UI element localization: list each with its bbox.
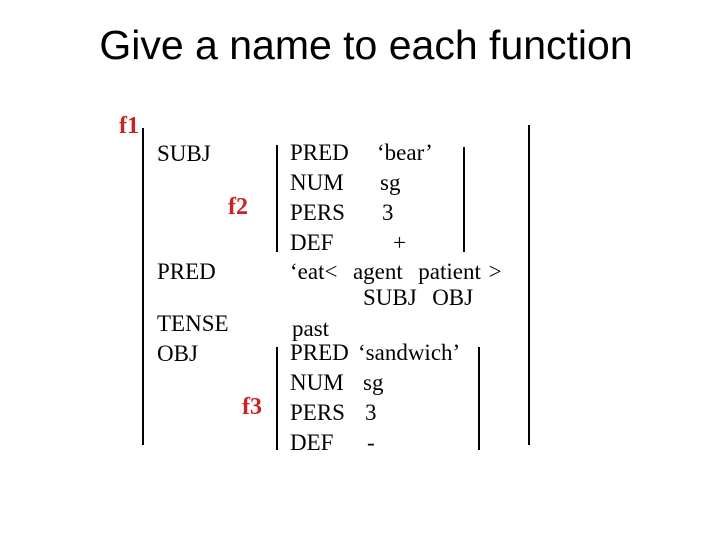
f3-structure: PRED ‘sandwich’ NUM sg PERS 3 DEF - bbox=[290, 338, 460, 458]
slide-title: Give a name to each function bbox=[99, 22, 633, 68]
f3-function-label: f3 bbox=[242, 394, 262, 420]
attr-label: DEF bbox=[290, 230, 334, 255]
f1-function-label: f1 bbox=[119, 113, 139, 139]
f2-left-bracket bbox=[276, 145, 278, 252]
outer-left-bracket bbox=[142, 128, 144, 445]
tense-value: past bbox=[292, 316, 330, 341]
attr-label: NUM bbox=[290, 170, 344, 195]
pred-value-line1: ‘eat< agent patient > bbox=[290, 259, 502, 284]
f2-structure: PRED ‘bear’ NUM sg PERS 3 DEF + bbox=[290, 138, 433, 258]
f2-right-bracket bbox=[463, 147, 465, 252]
attr-label: PRED bbox=[290, 340, 349, 365]
f3-row-pred: PRED ‘sandwich’ bbox=[290, 338, 460, 368]
attr-value: sg bbox=[363, 370, 384, 395]
outer-right-bracket bbox=[528, 125, 530, 445]
f2-row-def: DEF + bbox=[290, 228, 433, 258]
attr-label: NUM bbox=[290, 370, 344, 395]
attr-value: + bbox=[393, 230, 406, 255]
f2-row-pred: PRED ‘bear’ bbox=[290, 138, 433, 168]
attr-label: PRED bbox=[290, 140, 349, 165]
f3-row-num: NUM sg bbox=[290, 368, 460, 398]
attr-subj: SUBJ bbox=[157, 141, 211, 166]
pred-value: ‘eat< agent patient > SUBJ OBJ bbox=[290, 259, 502, 311]
attr-value: 3 bbox=[382, 200, 394, 225]
attr-value: ‘bear’ bbox=[377, 140, 433, 165]
attr-obj: OBJ bbox=[157, 341, 198, 366]
f3-row-pers: PERS 3 bbox=[290, 398, 460, 428]
f2-row-num: NUM sg bbox=[290, 168, 433, 198]
f3-row-def: DEF - bbox=[290, 428, 460, 458]
f3-left-bracket bbox=[276, 347, 278, 450]
attr-label: PERS bbox=[290, 400, 345, 425]
attr-label: PERS bbox=[290, 200, 345, 225]
attr-tense: TENSE bbox=[157, 311, 229, 336]
f2-row-pers: PERS 3 bbox=[290, 198, 433, 228]
attr-value: 3 bbox=[365, 400, 377, 425]
pred-value-line2: SUBJ OBJ bbox=[363, 285, 474, 310]
attr-value: - bbox=[367, 430, 375, 455]
attr-label: DEF bbox=[290, 430, 334, 455]
attr-value: ‘sandwich’ bbox=[358, 340, 461, 365]
attr-value: sg bbox=[380, 170, 401, 195]
attr-pred: PRED bbox=[157, 259, 216, 284]
f2-function-label: f2 bbox=[228, 194, 248, 220]
f3-right-bracket bbox=[478, 347, 480, 450]
